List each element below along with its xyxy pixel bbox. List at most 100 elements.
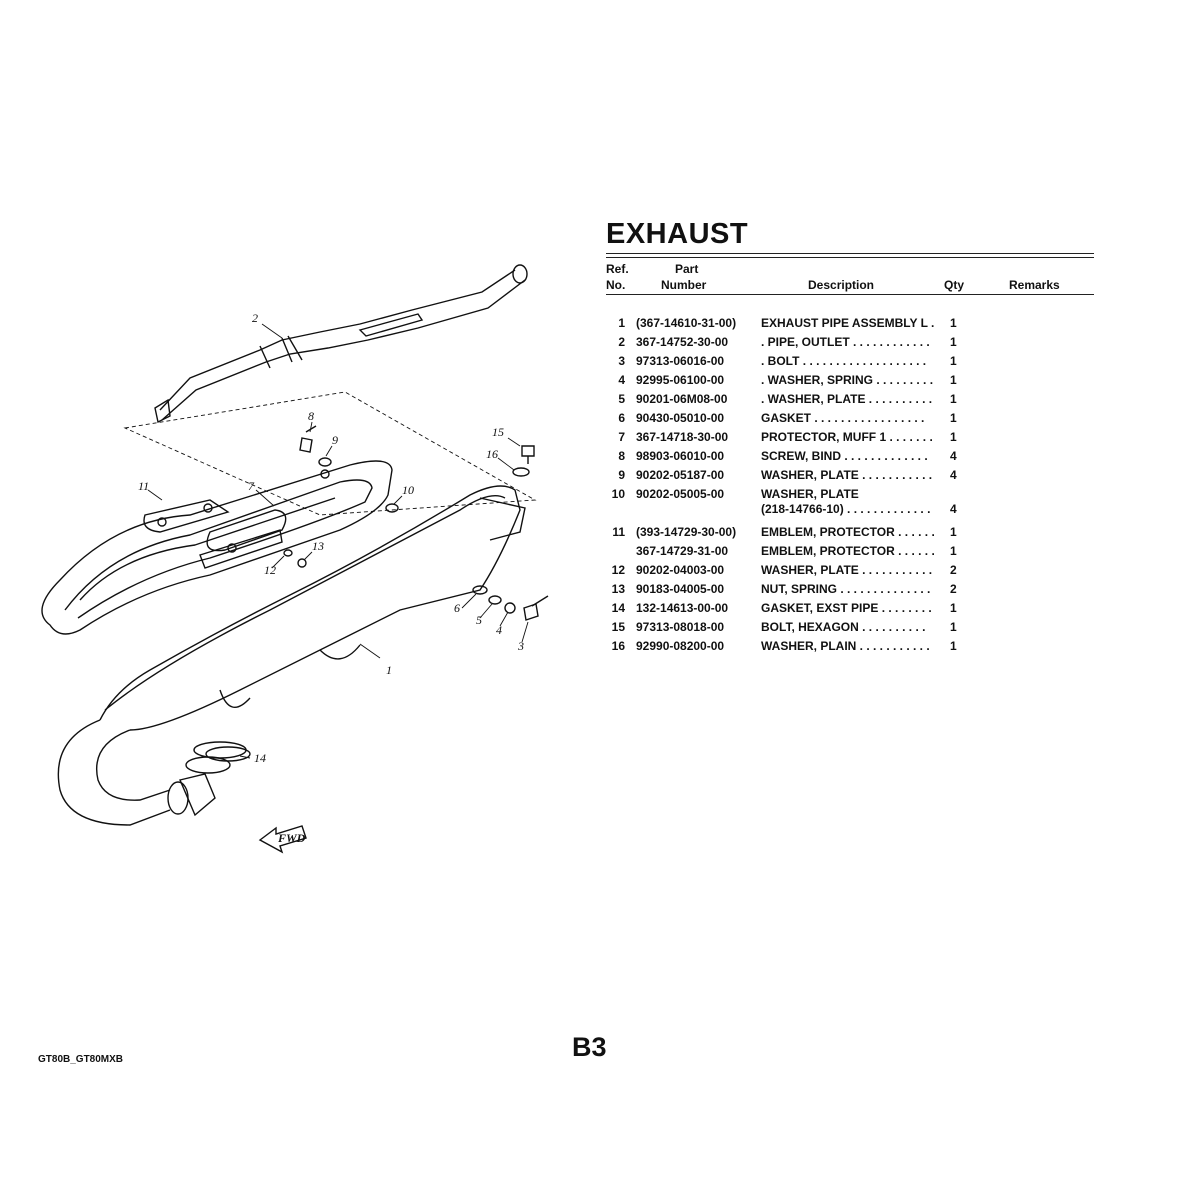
ref-cell: 3 — [618, 354, 625, 368]
reference-box — [123, 391, 537, 516]
qty-cell: 1 — [950, 392, 957, 406]
part-number-cell: 97313-08018-00 — [636, 620, 725, 634]
callout-5: 5 — [476, 613, 482, 627]
callout-15: 15 — [492, 425, 504, 439]
table-row: 4 92995-06100-00 . WASHER, SPRING . . . … — [606, 373, 1094, 392]
description-cell: EXHAUST PIPE ASSEMBLY L . — [761, 316, 935, 330]
header-part-line2: Number — [661, 278, 707, 292]
part-number-cell: 367-14729-31-00 — [636, 544, 729, 558]
table-row: 8 98903-06010-00 SCREW, BIND . . . . . .… — [606, 449, 1094, 468]
callout-1: 1 — [386, 663, 392, 677]
callout-4: 4 — [496, 623, 502, 637]
callout-3: 3 — [517, 639, 524, 653]
description-cell: . PIPE, OUTLET . . . . . . . . . . . . — [761, 335, 930, 349]
part-number-cell: 90201-06M08-00 — [636, 392, 728, 406]
page-identifier: B3 — [572, 1032, 607, 1062]
qty-cell: 1 — [950, 373, 957, 387]
callout-11: 11 — [138, 479, 149, 493]
ref-cell: 14 — [611, 601, 625, 615]
callout-8: 8 — [308, 409, 314, 423]
description-cell: WASHER, PLATE . . . . . . . . . . . — [761, 468, 933, 482]
callout-16: 16 — [486, 447, 498, 461]
callout-7: 7 — [248, 479, 255, 493]
qty-cell: 1 — [950, 430, 957, 444]
ref-cell: 2 — [618, 335, 625, 349]
description-cell: WASHER, PLAIN . . . . . . . . . . . — [761, 639, 930, 653]
qty-cell: 4 — [950, 502, 957, 516]
qty-cell: 1 — [950, 544, 957, 558]
part-number-cell: 367-14752-30-00 — [636, 335, 729, 349]
description-cell: . WASHER, PLATE . . . . . . . . . . — [761, 392, 933, 406]
description-cell: PROTECTOR, MUFF 1 . . . . . . . — [761, 430, 933, 444]
table-row: 10 90202-05005-00 WASHER, PLATE (218-147… — [606, 487, 1094, 525]
table-row: 14 132-14613-00-00 GASKET, EXST PIPE . .… — [606, 601, 1094, 620]
qty-cell: 1 — [950, 411, 957, 425]
ref-cell: 16 — [611, 639, 625, 653]
part-number-cell: 367-14718-30-00 — [636, 430, 729, 444]
qty-cell: 1 — [950, 639, 957, 653]
ref-cell: 4 — [618, 373, 625, 387]
fwd-label: FWD — [277, 831, 306, 845]
protector-drawing — [41, 460, 393, 635]
table-row: 7 367-14718-30-00 PROTECTOR, MUFF 1 . . … — [606, 430, 1094, 449]
part-number-cell: 98903-06010-00 — [636, 449, 725, 463]
qty-cell: 4 — [950, 449, 957, 463]
title-rule — [606, 253, 1094, 258]
ref-cell: 9 — [618, 468, 625, 482]
table-row: 9 90202-05187-00 WASHER, PLATE . . . . .… — [606, 468, 1094, 487]
ref-cell: 5 — [618, 392, 625, 406]
part-number-cell: 90202-05187-00 — [636, 468, 725, 482]
ref-cell: 7 — [618, 430, 625, 444]
qty-cell: 1 — [950, 335, 957, 349]
table-row: 6 90430-05010-00 GASKET . . . . . . . . … — [606, 411, 1094, 430]
muffler-drawing — [57, 485, 526, 826]
description-cell: GASKET . . . . . . . . . . . . . . . . . — [761, 411, 925, 425]
part-number-cell: 132-14613-00-00 — [636, 601, 729, 615]
description-cell: SCREW, BIND . . . . . . . . . . . . . — [761, 449, 928, 463]
page-title: EXHAUST — [606, 218, 749, 250]
callout-12: 12 — [264, 563, 276, 577]
callout-13: 13 — [312, 539, 324, 553]
description-cell: EMBLEM, PROTECTOR . . . . . . — [761, 544, 935, 558]
part-number-cell: 90183-04005-00 — [636, 582, 725, 596]
header-remarks: Remarks — [1009, 278, 1060, 292]
qty-cell: 1 — [950, 525, 957, 539]
ref-cell: 8 — [618, 449, 625, 463]
part-number-cell: 97313-06016-00 — [636, 354, 725, 368]
header-part-line1: Part — [675, 262, 699, 276]
part-number-cell: (393-14729-30-00) — [636, 525, 737, 539]
table-row: 16 92990-08200-00 WASHER, PLAIN . . . . … — [606, 639, 1094, 658]
part-number-cell: (367-14610-31-00) — [636, 316, 737, 330]
callout-9: 9 — [332, 433, 338, 447]
qty-cell: 2 — [950, 563, 957, 577]
ref-cell: 12 — [611, 563, 625, 577]
ref-cell: 10 — [611, 487, 625, 501]
part-number-cell: 90430-05010-00 — [636, 411, 725, 425]
ref-cell: 15 — [611, 620, 625, 634]
description-cell: GASKET, EXST PIPE . . . . . . . . — [761, 601, 932, 615]
part-number-cell: 90202-04003-00 — [636, 563, 725, 577]
qty-cell: 1 — [950, 316, 957, 330]
description-cell: . WASHER, SPRING . . . . . . . . . — [761, 373, 934, 387]
part-number-cell: 92990-08200-00 — [636, 639, 725, 653]
table-row: 2 367-14752-30-00 . PIPE, OUTLET . . . .… — [606, 335, 1094, 354]
qty-cell: 4 — [950, 468, 957, 482]
table-row: 3 97313-06016-00 . BOLT . . . . . . . . … — [606, 354, 1094, 373]
header-description: Description — [808, 278, 875, 292]
header-ref-line2: No. — [606, 278, 626, 292]
description-cell: NUT, SPRING . . . . . . . . . . . . . . — [761, 582, 931, 596]
ref-cell: 11 — [612, 525, 625, 539]
header-qty: Qty — [944, 278, 965, 292]
exhaust-diagram-svg: 2 11 7 8 9 10 15 16 12 13 6 5 4 3 1 14 F… — [41, 264, 549, 854]
description-cell: . BOLT . . . . . . . . . . . . . . . . .… — [761, 354, 927, 368]
table-row: 1 (367-14610-31-00) EXHAUST PIPE ASSEMBL… — [606, 316, 1094, 335]
table-row: 5 90201-06M08-00 . WASHER, PLATE . . . .… — [606, 392, 1094, 411]
description-cell-line2: (218-14766-10) . . . . . . . . . . . . . — [761, 502, 931, 516]
callout-2: 2 — [252, 311, 258, 325]
hardware-drawing — [205, 425, 549, 762]
description-cell: WASHER, PLATE . . . . . . . . . . . — [761, 563, 933, 577]
ref-cell: 1 — [618, 316, 625, 330]
table-row: 367-14729-31-00 EMBLEM, PROTECTOR . . . … — [606, 544, 1094, 563]
fwd-arrow-shape — [258, 825, 307, 854]
ref-cell: 13 — [611, 582, 625, 596]
